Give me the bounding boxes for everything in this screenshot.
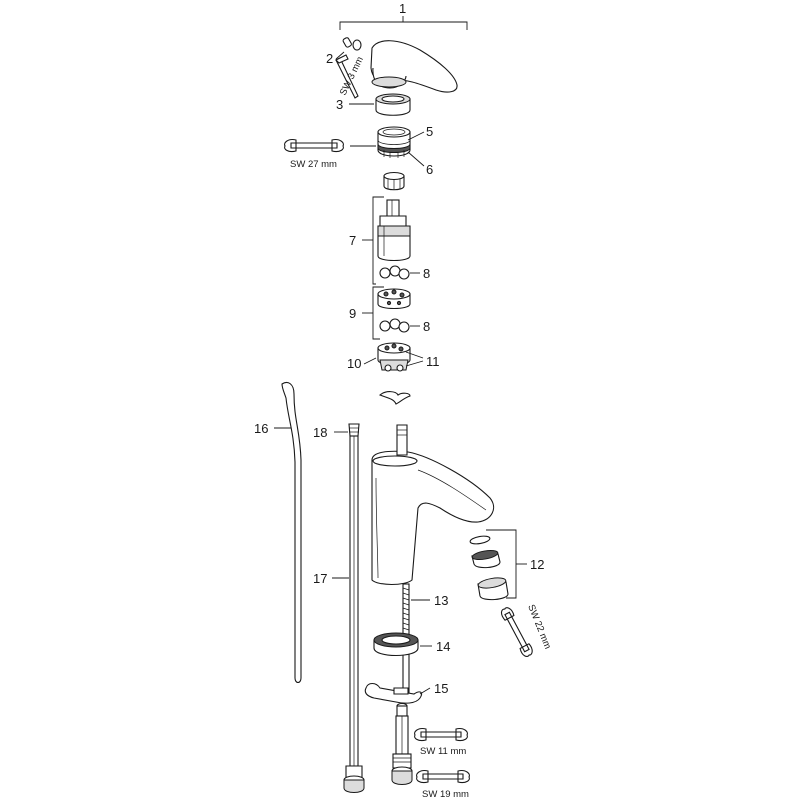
fixing-plate: [364, 682, 423, 717]
wrench-19-label: SW 19 mm: [422, 789, 469, 800]
flexible-hose: [343, 423, 365, 793]
callout-12: 12: [530, 557, 544, 572]
spindle-nut: [383, 171, 405, 191]
bracket-1: [339, 16, 468, 30]
retaining-clip: [378, 391, 411, 405]
aerator-seal: [469, 535, 491, 545]
callout-1: 1: [399, 1, 406, 16]
open-end-wrench-icon: [284, 139, 344, 153]
bracket-12: [486, 529, 527, 599]
spout-body: [371, 450, 495, 586]
callout-3: 3: [336, 97, 343, 112]
callout-13: 13: [434, 593, 448, 608]
bracket-7: [362, 196, 384, 285]
base-washer: [373, 632, 419, 657]
callout-8a: 8: [423, 266, 430, 281]
ceramic-disc: [377, 288, 411, 310]
bracket-9: [362, 286, 384, 340]
callout-15: 15: [434, 681, 448, 696]
wrench-11-label: SW 11 mm: [420, 746, 466, 757]
cartridge-base: [377, 342, 411, 372]
wrench-27-label: SW 27 mm: [290, 159, 337, 170]
callout-11: 11: [426, 354, 440, 369]
stabiliser-bar: [281, 381, 302, 684]
seal-set-lower: [379, 318, 410, 333]
cartridge: [377, 199, 411, 262]
aerator-insert: [471, 549, 501, 569]
cover-ring: [375, 93, 411, 116]
callout-5: 5: [426, 124, 433, 139]
handle-lever: [370, 40, 458, 93]
callout-2: 2: [326, 51, 333, 66]
open-end-wrench-icon: [416, 770, 470, 784]
open-end-wrench-icon: [500, 607, 533, 657]
supply-pipe-upper: [396, 424, 408, 456]
callout-10: 10: [347, 356, 361, 371]
callout-6: 6: [426, 162, 433, 177]
callout-8b: 8: [423, 319, 430, 334]
hex-key-icon: [335, 54, 359, 99]
callout-18: 18: [313, 425, 327, 440]
callout-14: 14: [436, 639, 450, 654]
open-end-wrench-icon: [414, 728, 468, 742]
fastening-nut: [391, 715, 413, 785]
callout-9: 9: [349, 306, 356, 321]
grub-screw: [342, 37, 362, 51]
callout-17: 17: [313, 571, 327, 586]
callout-16: 16: [254, 421, 268, 436]
callout-7: 7: [349, 233, 356, 248]
seal-set-upper: [379, 265, 410, 280]
cartridge-nut: [377, 126, 411, 158]
aerator-housing: [477, 577, 509, 601]
